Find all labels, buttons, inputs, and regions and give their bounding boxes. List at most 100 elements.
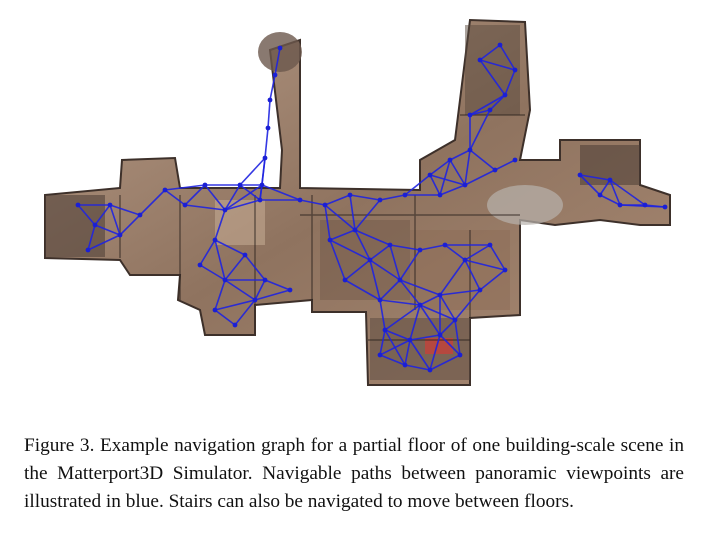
graph-edge [469, 109, 491, 116]
graph-edge [419, 304, 441, 336]
viewpoint-node [397, 277, 403, 283]
viewpoint-node [242, 252, 248, 258]
figure-caption: Figure 3. Example navigation graph for a… [24, 432, 684, 516]
graph-edge [429, 334, 441, 371]
graph-edge [214, 239, 226, 281]
viewpoint-node [322, 202, 328, 208]
viewpoint-node [457, 352, 463, 358]
graph-edge [379, 339, 411, 356]
viewpoint-node [259, 182, 265, 188]
graph-edge [419, 304, 456, 321]
graph-edge [94, 204, 111, 226]
graph-edge [389, 244, 401, 281]
graph-edge [439, 334, 461, 356]
graph-edge [429, 354, 461, 371]
graph-edge [139, 189, 166, 216]
graph-edge [439, 159, 451, 196]
graph-edge [324, 204, 331, 241]
graph-edge [244, 254, 266, 281]
graph-edge [261, 184, 301, 201]
viewpoint-node [75, 202, 81, 208]
graph-edge [489, 244, 506, 271]
viewpoint-node [327, 237, 333, 243]
graph-edge [579, 174, 601, 196]
graph-edge [199, 264, 226, 281]
viewpoint-node [352, 227, 358, 233]
viewpoint-node [487, 242, 493, 248]
graph-edge [479, 44, 501, 61]
graph-edge [499, 44, 516, 71]
graph-edge [454, 319, 461, 356]
graph-edge [269, 74, 276, 101]
graph-edge [469, 149, 496, 171]
viewpoint-node [117, 232, 123, 238]
graph-edge [224, 199, 261, 211]
graph-edge [444, 244, 466, 261]
graph-edge [87, 234, 121, 251]
graph-edge [369, 259, 381, 301]
graph-edge [239, 184, 261, 201]
viewpoint-node [137, 212, 143, 218]
graph-edge [439, 319, 456, 336]
graph-edge [184, 204, 226, 211]
floor-plan-scene [44, 18, 671, 386]
viewpoint-node [257, 197, 263, 203]
graph-edge [609, 179, 621, 206]
graph-edge [259, 184, 263, 201]
graph-edge [479, 269, 506, 291]
viewpoint-node [277, 45, 283, 51]
graph-edge [409, 334, 441, 341]
graph-edge [464, 259, 506, 271]
viewpoint-node [377, 352, 383, 358]
viewpoint-node [402, 362, 408, 368]
graph-edge [379, 299, 386, 331]
graph-edge [464, 169, 496, 186]
graph-edge [214, 209, 226, 241]
graph-edge [379, 299, 421, 306]
graph-edge [464, 149, 471, 186]
graph-edge [214, 279, 226, 311]
graph-edge [644, 204, 666, 208]
graph-edge [164, 184, 206, 191]
graph-edge [354, 229, 371, 261]
graph-edge [324, 194, 351, 206]
graph-edge [479, 59, 516, 71]
viewpoint-node [262, 155, 268, 161]
navigation-graph [75, 42, 668, 373]
graph-edge [469, 94, 506, 116]
graph-edge [489, 94, 506, 111]
viewpoint-node [232, 322, 238, 328]
viewpoint-node [107, 202, 113, 208]
graph-edge [429, 159, 451, 176]
graph-edge [599, 194, 621, 206]
viewpoint-node [407, 337, 413, 343]
viewpoint-node [382, 327, 388, 333]
viewpoint-node [162, 187, 168, 193]
graph-edge [379, 279, 401, 301]
navigation-graph-figure [44, 18, 671, 386]
graph-edge [439, 289, 481, 296]
viewpoint-node [182, 202, 188, 208]
viewpoint-node [197, 262, 203, 268]
graph-edge [454, 289, 481, 321]
graph-edge [109, 204, 141, 216]
viewpoint-node [342, 277, 348, 283]
graph-edge [94, 224, 121, 236]
graph-edge [109, 204, 121, 236]
viewpoint-node [462, 182, 468, 188]
graph-edge [329, 239, 346, 281]
graph-edge [264, 127, 269, 159]
viewpoint-node [237, 182, 243, 188]
graph-edge [379, 329, 386, 356]
graph-edge [234, 299, 256, 326]
graph-edge [609, 179, 646, 206]
graph-edge [419, 294, 441, 306]
graph-edge [379, 194, 406, 201]
viewpoint-node [597, 192, 603, 198]
graph-edge [439, 184, 466, 196]
graph-edge [224, 184, 263, 211]
graph-edge [429, 174, 441, 196]
viewpoint-node [297, 197, 303, 203]
graph-edge [399, 279, 441, 296]
room-block [465, 25, 520, 115]
